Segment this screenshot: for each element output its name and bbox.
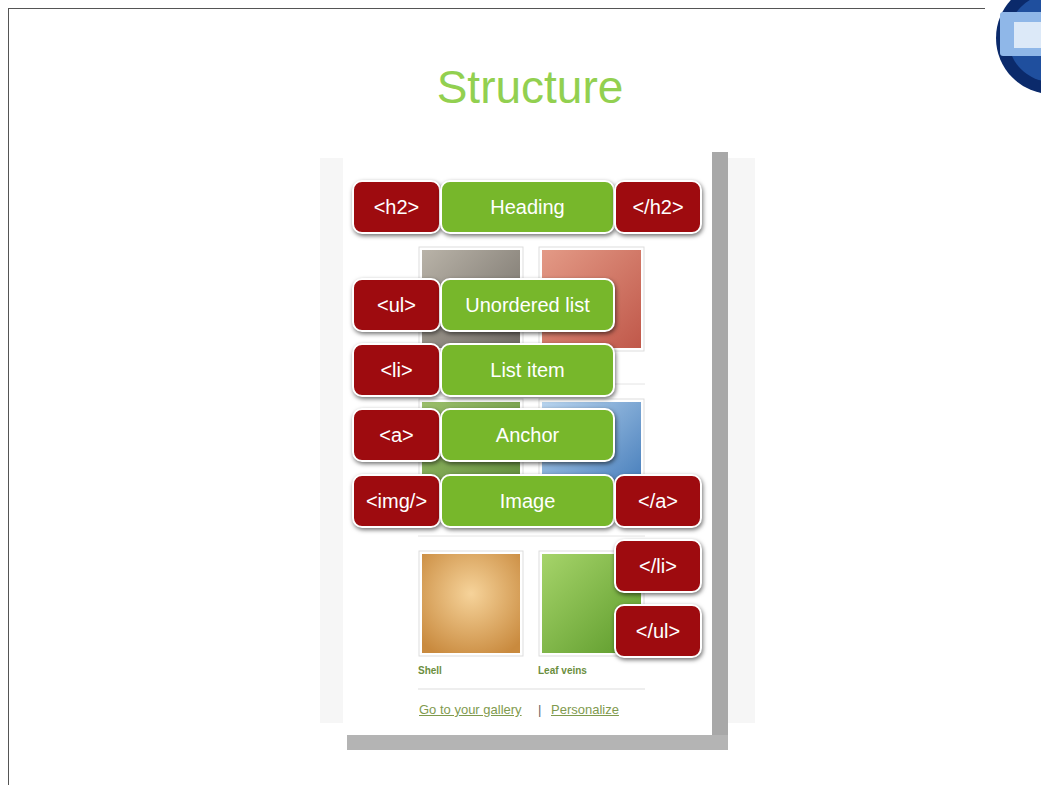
html-tag-box: </li>	[614, 539, 702, 593]
box-label: <h2>	[374, 196, 420, 219]
thumbnail-caption: Leaf veins	[538, 665, 587, 676]
box-label: <li>	[380, 359, 412, 382]
html-tag-box: </ul>	[614, 604, 702, 658]
box-label: Unordered list	[465, 294, 590, 317]
box-label: <img/>	[366, 490, 427, 513]
element-name-box: Anchor	[440, 408, 615, 462]
box-label: Heading	[490, 196, 565, 219]
box-label: </h2>	[632, 196, 683, 219]
logo-icon	[996, 0, 1041, 94]
element-name-box: Image	[440, 474, 615, 528]
slide-frame	[8, 8, 985, 785]
html-tag-box: <img/>	[352, 474, 441, 528]
html-tag-box: <h2>	[352, 180, 441, 234]
thumbnail-caption: Shell	[418, 665, 442, 676]
box-label: List item	[490, 359, 564, 382]
element-name-box: Unordered list	[440, 278, 615, 332]
box-label: Anchor	[496, 424, 559, 447]
slide-title: Structure	[330, 62, 730, 113]
gallery-link: Personalize	[551, 702, 619, 717]
box-label: <ul>	[377, 294, 416, 317]
box-label: <a>	[379, 424, 413, 447]
html-tag-box: <li>	[352, 343, 441, 397]
html-tag-box: <a>	[352, 408, 441, 462]
element-name-box: List item	[440, 343, 615, 397]
html-tag-box: <ul>	[352, 278, 441, 332]
html-tag-box: </h2>	[614, 180, 702, 234]
box-label: Image	[500, 490, 556, 513]
element-name-box: Heading	[440, 180, 615, 234]
gallery-screenshot	[320, 152, 755, 750]
gallery-link: Go to your gallery	[419, 702, 522, 717]
link-separator: |	[538, 702, 541, 717]
html-tag-box: </a>	[614, 474, 702, 528]
box-label: </li>	[639, 555, 677, 578]
box-label: </ul>	[636, 620, 680, 643]
box-label: </a>	[638, 490, 678, 513]
